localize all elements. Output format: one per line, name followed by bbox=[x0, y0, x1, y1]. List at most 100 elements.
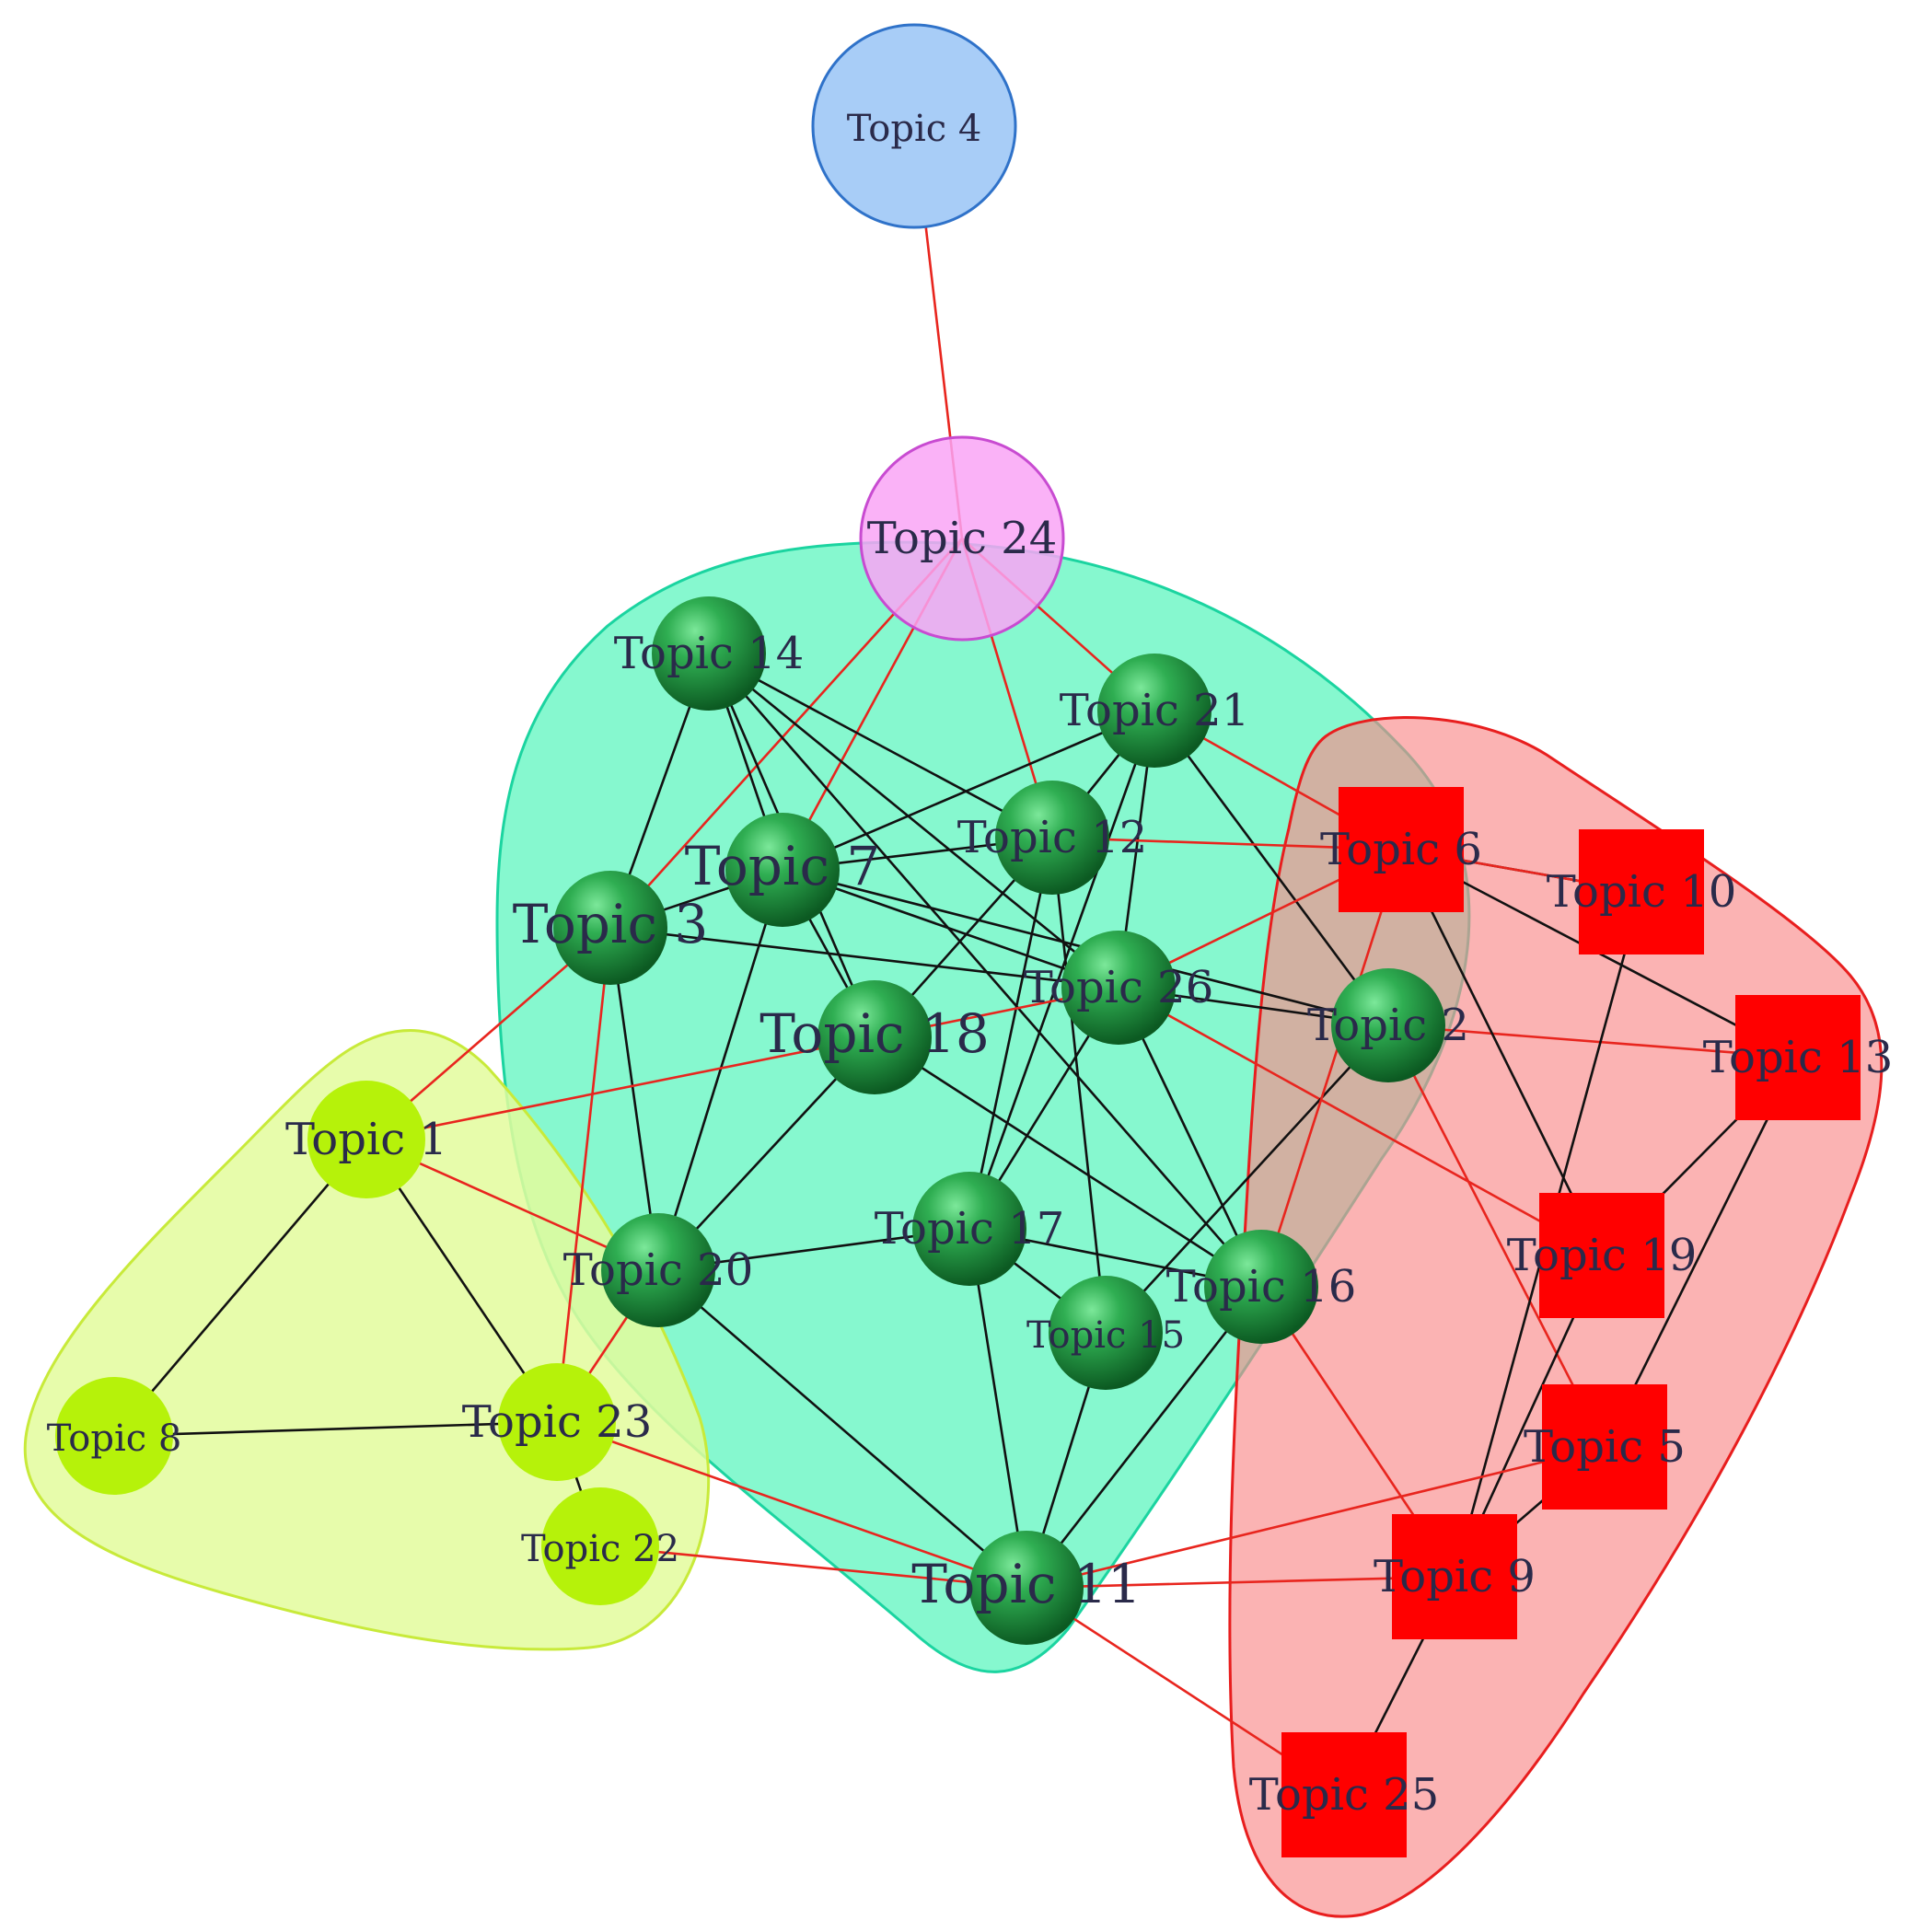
node-t18: Topic 18 bbox=[759, 980, 990, 1094]
node-shape-t4 bbox=[811, 23, 1017, 229]
node-t1: Topic 1 bbox=[285, 1081, 447, 1198]
edge-t14-t26 bbox=[708, 652, 1119, 989]
node-shape-t24 bbox=[859, 435, 1065, 642]
edge-t18-t1 bbox=[365, 1035, 875, 1141]
node-label-t14: Topic 14 bbox=[614, 628, 804, 679]
node-label-t9: Topic 9 bbox=[1374, 1551, 1536, 1602]
node-label-t3: Topic 3 bbox=[513, 893, 709, 955]
edge-t2-t15 bbox=[1105, 1024, 1389, 1334]
edge-t7-t26 bbox=[782, 868, 1119, 989]
node-shape-t12 bbox=[995, 781, 1109, 895]
node-label-t8: Topic 8 bbox=[47, 1417, 182, 1460]
node-shape-t25 bbox=[1281, 1732, 1407, 1857]
edge-t3-t23 bbox=[555, 927, 612, 1423]
node-label-t26: Topic 26 bbox=[1024, 962, 1213, 1013]
node-label-t19: Topic 19 bbox=[1507, 1230, 1697, 1281]
node-shape-t15 bbox=[1049, 1276, 1163, 1390]
node-label-t2: Topic 2 bbox=[1307, 1000, 1469, 1051]
edge-t17-t11 bbox=[968, 1228, 1028, 1589]
node-label-t18: Topic 18 bbox=[759, 1002, 990, 1065]
node-label-t23: Topic 23 bbox=[462, 1396, 652, 1448]
edge-t26-t19 bbox=[1118, 986, 1603, 1257]
edge-t13-t5 bbox=[1603, 1057, 1800, 1448]
node-t3: Topic 3 bbox=[513, 871, 709, 985]
node-t22: Topic 22 bbox=[521, 1487, 679, 1605]
node-t6: Topic 6 bbox=[1320, 787, 1482, 912]
node-label-t20: Topic 20 bbox=[563, 1244, 753, 1296]
node-shape-t11 bbox=[969, 1531, 1084, 1645]
node-label-t11: Topic 11 bbox=[911, 1553, 1142, 1615]
node-label-t17: Topic 17 bbox=[875, 1203, 1064, 1255]
node-t25: Topic 25 bbox=[1249, 1732, 1439, 1857]
node-shape-t16 bbox=[1204, 1230, 1318, 1344]
node-shape-t23 bbox=[498, 1363, 616, 1481]
node-label-t13: Topic 13 bbox=[1703, 1032, 1893, 1083]
community-yellow-hull bbox=[23, 1029, 711, 1651]
node-t21: Topic 21 bbox=[1060, 654, 1249, 768]
node-t8: Topic 8 bbox=[47, 1377, 182, 1495]
edge-t12-t17 bbox=[968, 837, 1054, 1230]
node-label-t16: Topic 16 bbox=[1166, 1261, 1356, 1313]
node-t7: Topic 7 bbox=[685, 813, 881, 927]
node-t4: Topic 4 bbox=[811, 23, 1017, 229]
edge-t22-t11 bbox=[599, 1544, 1027, 1590]
edge-t18-t16 bbox=[874, 1035, 1262, 1289]
edge-t2-t5 bbox=[1386, 1024, 1606, 1448]
node-label-t22: Topic 22 bbox=[521, 1528, 679, 1570]
node-shape-t21 bbox=[1097, 654, 1212, 768]
node-t11: Topic 11 bbox=[911, 1531, 1142, 1645]
node-shape-t2 bbox=[1331, 968, 1445, 1082]
node-shape-t22 bbox=[541, 1487, 659, 1605]
node-shape-t6 bbox=[1339, 787, 1464, 912]
edge-t6-t19 bbox=[1399, 849, 1604, 1256]
node-label-t24: Topic 24 bbox=[867, 513, 1057, 564]
node-t5: Topic 5 bbox=[1524, 1384, 1686, 1510]
node-t14: Topic 14 bbox=[614, 596, 804, 711]
node-t2: Topic 2 bbox=[1307, 968, 1469, 1082]
node-t15: Topic 15 bbox=[1026, 1276, 1185, 1390]
node-shape-t14 bbox=[652, 596, 766, 711]
node-t24: Topic 24 bbox=[859, 435, 1065, 642]
node-label-t10: Topic 10 bbox=[1547, 866, 1736, 918]
edge-t20-t11 bbox=[657, 1269, 1027, 1589]
edge-t1-t8 bbox=[113, 1139, 367, 1437]
edge-t14-t16 bbox=[708, 653, 1262, 1288]
node-t23: Topic 23 bbox=[462, 1363, 652, 1481]
node-t12: Topic 12 bbox=[957, 781, 1147, 895]
edge-t2-t13 bbox=[1387, 1024, 1799, 1059]
edge-t23-t11 bbox=[556, 1420, 1027, 1590]
node-label-t5: Topic 5 bbox=[1524, 1421, 1686, 1473]
node-shape-t9 bbox=[1392, 1514, 1517, 1639]
node-shape-t13 bbox=[1735, 995, 1861, 1120]
edge-t11-t5 bbox=[1026, 1445, 1606, 1590]
edge-t12-t15 bbox=[1050, 837, 1107, 1334]
nodes: Topic 1 Topic 2 Topic 3 Topic 4 Topic 5 Topic… bbox=[47, 23, 1893, 1857]
node-label-t1: Topic 1 bbox=[285, 1114, 447, 1165]
node-t13: Topic 13 bbox=[1703, 995, 1893, 1120]
edge-t21-t17 bbox=[968, 710, 1156, 1230]
edge-t21-t2 bbox=[1153, 710, 1390, 1026]
node-label-t12: Topic 12 bbox=[957, 812, 1147, 863]
node-shape-t17 bbox=[912, 1172, 1026, 1286]
edge-t6-t16 bbox=[1259, 849, 1403, 1288]
edge-t16-t11 bbox=[1025, 1286, 1263, 1589]
node-t26: Topic 26 bbox=[1024, 931, 1213, 1045]
edge-t21-t7 bbox=[782, 709, 1155, 872]
node-label-t6: Topic 6 bbox=[1320, 824, 1482, 875]
edge-t14-t12 bbox=[708, 652, 1053, 839]
node-label-t7: Topic 7 bbox=[685, 835, 881, 897]
node-label-t15: Topic 15 bbox=[1026, 1314, 1185, 1357]
edge-t3-t20 bbox=[609, 927, 660, 1271]
node-shape-t3 bbox=[553, 871, 667, 985]
edge-t3-t26 bbox=[609, 926, 1119, 989]
node-t20: Topic 20 bbox=[563, 1213, 753, 1327]
edge-t11-t9 bbox=[1026, 1575, 1455, 1590]
edge-t8-t23 bbox=[113, 1420, 558, 1438]
node-shape-t18 bbox=[817, 980, 932, 1094]
node-shape-t8 bbox=[55, 1377, 173, 1495]
node-shape-t7 bbox=[725, 813, 840, 927]
node-shape-t20 bbox=[601, 1213, 715, 1327]
node-t9: Topic 9 bbox=[1374, 1514, 1536, 1639]
